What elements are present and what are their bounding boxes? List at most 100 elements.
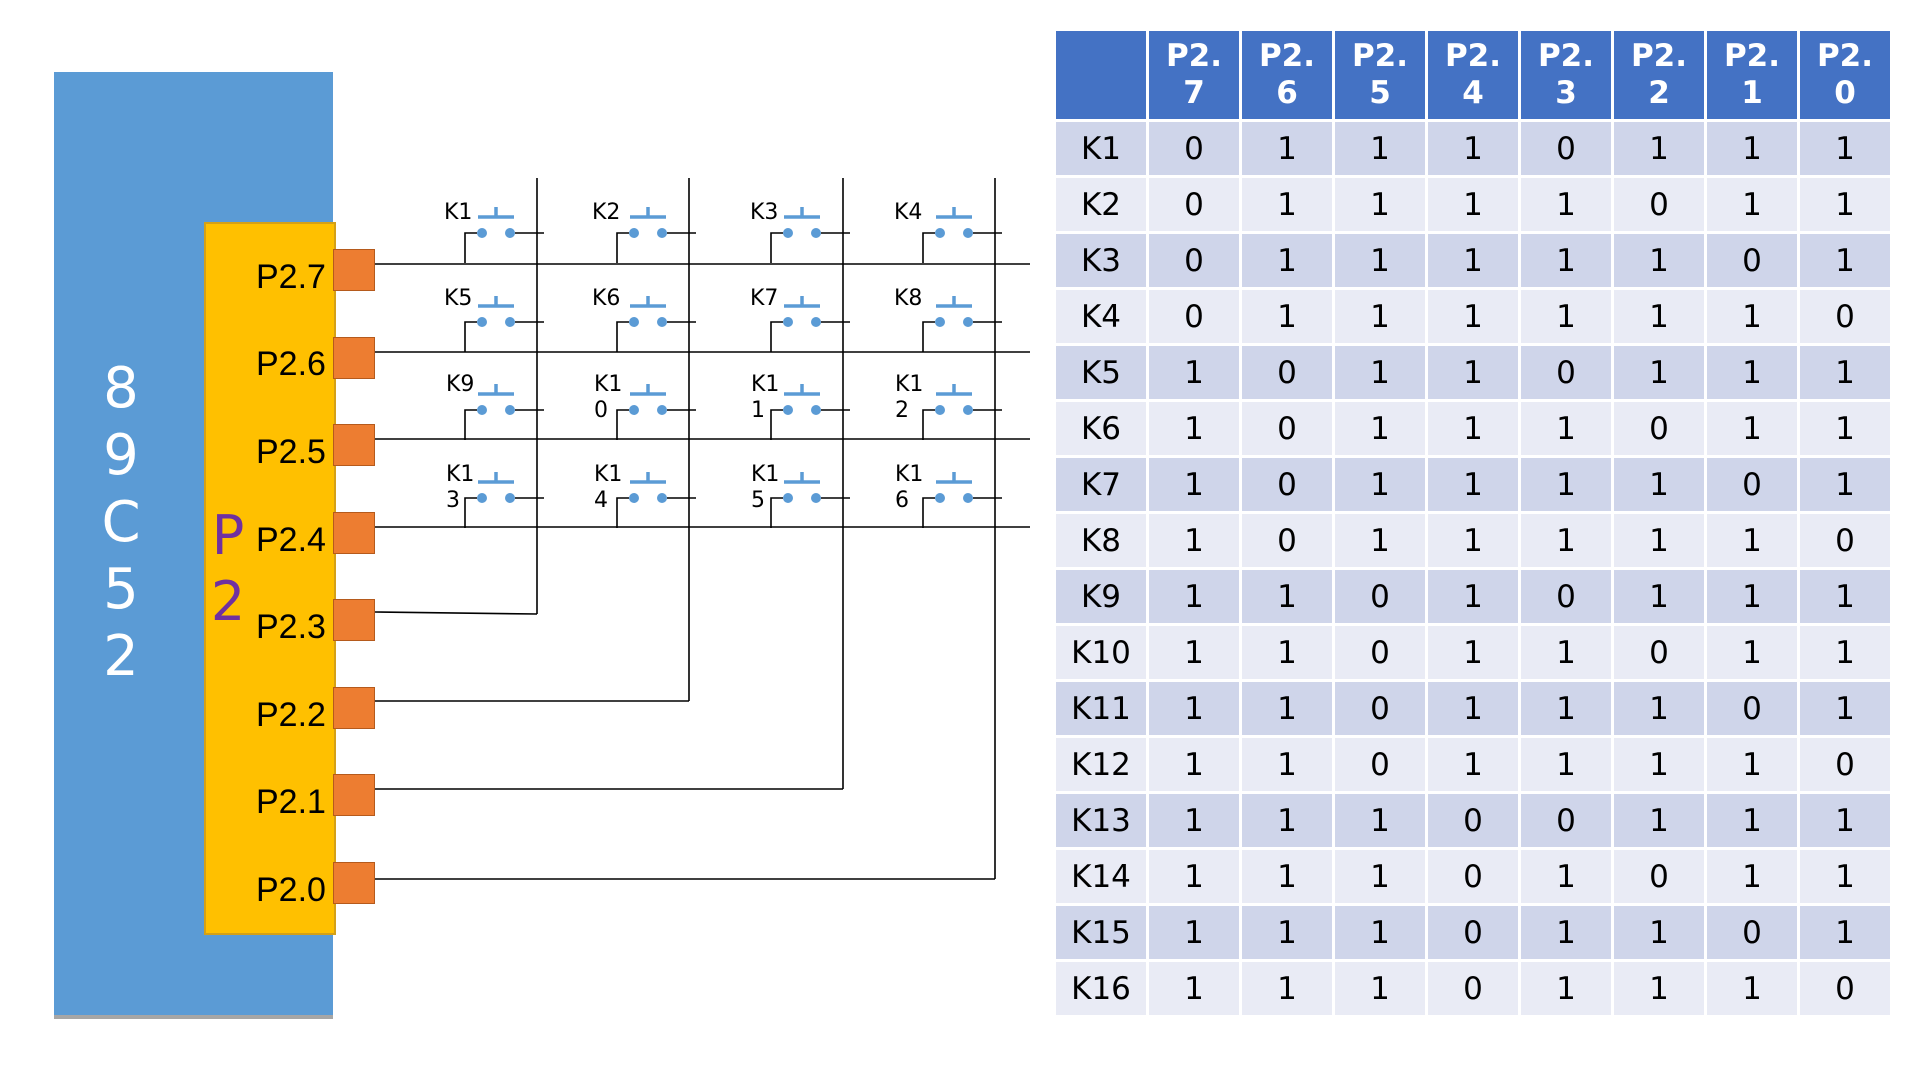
- bit-cell: 1: [1335, 290, 1425, 343]
- switch-k7: [769, 294, 852, 354]
- bit-cell: 1: [1149, 626, 1239, 679]
- column-header-p25: P2. 5: [1335, 31, 1425, 119]
- row-key-cell: K9: [1056, 570, 1146, 623]
- switch-k12: [921, 382, 1004, 442]
- bit-cell: 1: [1707, 402, 1797, 455]
- switch-k13: [463, 470, 546, 530]
- row-key-cell: K11: [1056, 682, 1146, 735]
- bit-cell: 1: [1707, 346, 1797, 399]
- column-header-p26: P2. 6: [1242, 31, 1332, 119]
- bit-cell: 1: [1707, 570, 1797, 623]
- port-p2-label: P 2: [210, 504, 246, 633]
- pin-pad-p25: [333, 424, 375, 466]
- key-label-k8: K8: [894, 286, 923, 311]
- bit-cell: 0: [1614, 850, 1704, 903]
- row-key-cell: K12: [1056, 738, 1146, 791]
- bit-cell: 1: [1242, 794, 1332, 847]
- switch-k16: [921, 470, 1004, 530]
- switch-k6: [615, 294, 698, 354]
- key-label-k2: K2: [592, 200, 621, 225]
- bit-cell: 1: [1242, 626, 1332, 679]
- bit-cell: 1: [1149, 906, 1239, 959]
- bit-cell: 0: [1707, 906, 1797, 959]
- bit-cell: 0: [1335, 738, 1425, 791]
- key-label-k3: K3: [750, 200, 779, 225]
- pin-label-p24: P2.4: [256, 521, 326, 559]
- bit-cell: 1: [1149, 402, 1239, 455]
- row-key-cell: K6: [1056, 402, 1146, 455]
- bit-cell: 1: [1521, 626, 1611, 679]
- bit-cell: 1: [1614, 794, 1704, 847]
- bit-cell: 1: [1707, 178, 1797, 231]
- bit-cell: 1: [1521, 738, 1611, 791]
- bit-cell: 1: [1800, 402, 1890, 455]
- bit-cell: 1: [1614, 514, 1704, 567]
- switch-k5: [463, 294, 546, 354]
- bit-cell: 1: [1335, 458, 1425, 511]
- bit-cell: 0: [1707, 458, 1797, 511]
- bit-cell: 1: [1800, 122, 1890, 175]
- bit-cell: 1: [1614, 346, 1704, 399]
- bit-cell: 1: [1614, 906, 1704, 959]
- row-key-cell: K14: [1056, 850, 1146, 903]
- mcu-chip-label: 8 9 C 5 2: [101, 356, 143, 689]
- bit-cell: 1: [1521, 682, 1611, 735]
- switch-k1: [463, 205, 546, 265]
- switch-k15: [769, 470, 852, 530]
- row-key-cell: K15: [1056, 906, 1146, 959]
- switch-k3: [769, 205, 852, 265]
- bit-cell: 1: [1521, 290, 1611, 343]
- bit-cell: 1: [1335, 234, 1425, 287]
- key-label-k1: K1: [444, 200, 473, 225]
- column-header-p23: P2. 3: [1521, 31, 1611, 119]
- port-p2-block: [204, 222, 336, 935]
- column-header-p27: P2. 7: [1149, 31, 1239, 119]
- bit-cell: 1: [1800, 178, 1890, 231]
- bit-cell: 1: [1335, 178, 1425, 231]
- key-label-k16: K1 6: [895, 462, 924, 513]
- key-label-k6: K6: [592, 286, 621, 311]
- bit-cell: 1: [1242, 234, 1332, 287]
- row-key-cell: K5: [1056, 346, 1146, 399]
- bit-cell: 0: [1614, 178, 1704, 231]
- bit-cell: 0: [1242, 346, 1332, 399]
- pin-pad-p21: [333, 774, 375, 816]
- row-key-cell: K3: [1056, 234, 1146, 287]
- bit-cell: 0: [1335, 626, 1425, 679]
- bit-cell: 1: [1242, 178, 1332, 231]
- row-key-cell: K7: [1056, 458, 1146, 511]
- bit-cell: 1: [1707, 626, 1797, 679]
- bit-cell: 1: [1428, 738, 1518, 791]
- key-label-k14: K1 4: [594, 462, 623, 513]
- bit-cell: 1: [1614, 234, 1704, 287]
- key-label-k9: K9: [446, 372, 475, 397]
- pin-label-p21: P2.1: [256, 783, 326, 821]
- bit-cell: 0: [1428, 906, 1518, 959]
- bit-cell: 1: [1428, 178, 1518, 231]
- bit-cell: 1: [1149, 514, 1239, 567]
- row-key-cell: K16: [1056, 962, 1146, 1015]
- row-key-cell: K13: [1056, 794, 1146, 847]
- bit-cell: 1: [1149, 738, 1239, 791]
- bit-cell: 1: [1707, 514, 1797, 567]
- bit-cell: 1: [1707, 962, 1797, 1015]
- bit-cell: 1: [1800, 458, 1890, 511]
- bit-cell: 0: [1521, 122, 1611, 175]
- bit-cell: 1: [1800, 906, 1890, 959]
- bit-cell: 0: [1521, 346, 1611, 399]
- bit-cell: 1: [1800, 570, 1890, 623]
- bit-cell: 1: [1149, 458, 1239, 511]
- pin-pad-p22: [333, 687, 375, 729]
- bit-cell: 1: [1242, 850, 1332, 903]
- bit-cell: 1: [1800, 626, 1890, 679]
- bit-cell: 1: [1335, 122, 1425, 175]
- bit-cell: 1: [1428, 570, 1518, 623]
- bit-cell: 1: [1521, 850, 1611, 903]
